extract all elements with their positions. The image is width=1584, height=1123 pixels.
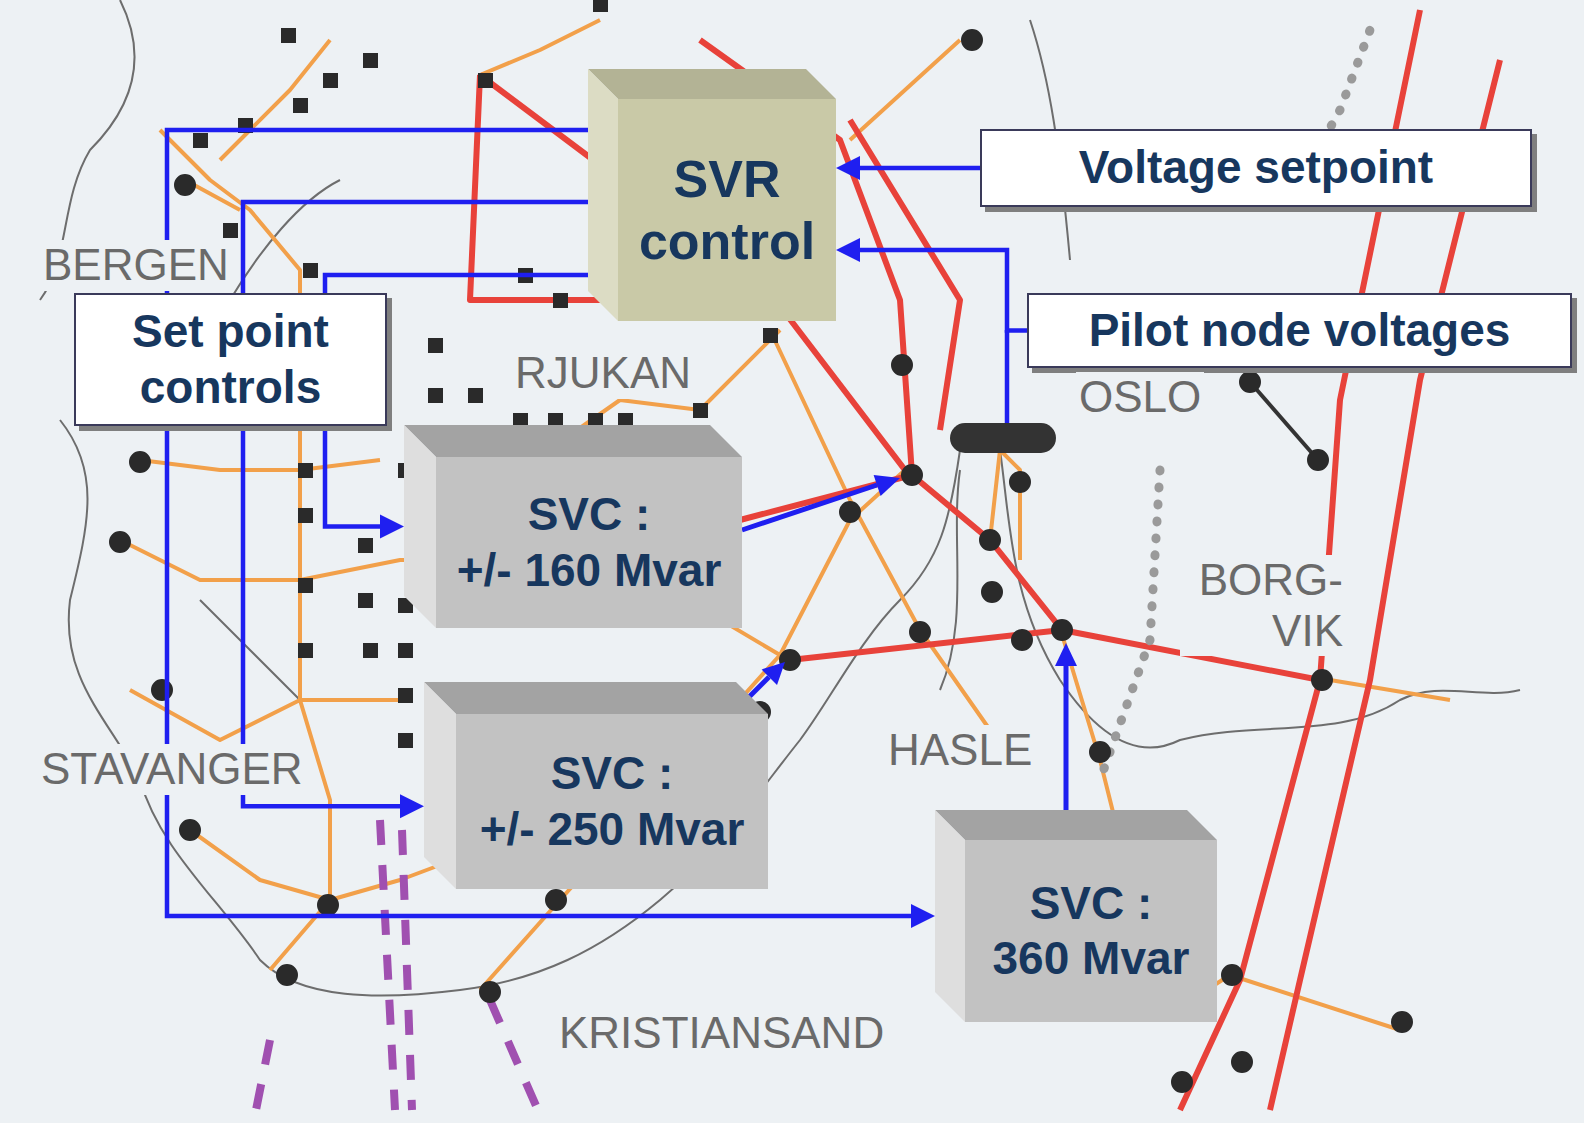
side-face [424, 682, 456, 889]
controller-block: SVR control [588, 69, 836, 321]
front-face [436, 457, 742, 628]
arrowhead [1055, 643, 1077, 666]
front-face [456, 714, 768, 889]
arrowhead [836, 238, 860, 262]
svc-output-line [742, 485, 877, 530]
box-label: SVR control [622, 148, 832, 273]
front-face [965, 840, 1217, 1022]
arrowhead [400, 794, 424, 818]
control-signal-arrow [836, 238, 1027, 331]
svc-output-arrows [738, 330, 1077, 818]
input-box: Voltage setpoint [980, 129, 1532, 207]
svc-block: SVC :+/- 160 Mvar [404, 425, 742, 628]
place-name: BORG- VIK [1180, 555, 1346, 656]
grid-line-regional [120, 20, 1450, 1030]
setpoint-box: Set point controls [74, 293, 387, 426]
arrowhead [380, 515, 404, 539]
box-label: Set point controls [91, 304, 371, 414]
top-face [588, 69, 836, 99]
svc-block: SVC :+/- 250 Mvar [424, 682, 768, 889]
arrowhead [762, 662, 785, 685]
place-name: BERGEN [40, 240, 232, 291]
place-name: RJUKAN [512, 348, 694, 399]
box-label: +/- 250 Mvar [480, 802, 745, 857]
place-name: STAVANGER [38, 744, 306, 795]
front-face [618, 99, 836, 321]
box-label: SVC : [528, 487, 651, 542]
arrowhead [836, 156, 860, 180]
coastline [40, 0, 1520, 996]
place-name: HASLE [885, 725, 1035, 776]
top-face [424, 682, 768, 714]
pilot-node-bar [950, 423, 1056, 453]
box-label: 360 Mvar [993, 931, 1190, 986]
side-face [588, 69, 618, 321]
svc-output-line [1064, 665, 1069, 818]
top-face [935, 810, 1217, 840]
place-name: KRISTIANSAND [556, 1008, 887, 1059]
connector-line [167, 130, 911, 916]
arrowhead [911, 904, 935, 928]
pilot-measure-line [1005, 330, 1010, 423]
top-face [404, 425, 742, 457]
dc-line [1250, 382, 1318, 460]
side-face [404, 425, 436, 628]
box-label: Pilot node voltages [1089, 303, 1511, 358]
box-label: +/- 160 Mvar [457, 543, 722, 598]
connector-line [860, 250, 1027, 331]
box-label: Voltage setpoint [1079, 140, 1433, 195]
box-label: SVC : [1030, 876, 1153, 931]
control-signal-arrow [836, 156, 980, 180]
svc-block: SVC :360 Mvar [935, 810, 1217, 1022]
side-face [935, 810, 965, 1022]
box-label: SVC : [551, 746, 674, 801]
connector-line [860, 166, 980, 171]
place-name: OSLO [1076, 372, 1204, 423]
input-box: Pilot node voltages [1027, 293, 1572, 368]
arrowhead [874, 475, 900, 496]
